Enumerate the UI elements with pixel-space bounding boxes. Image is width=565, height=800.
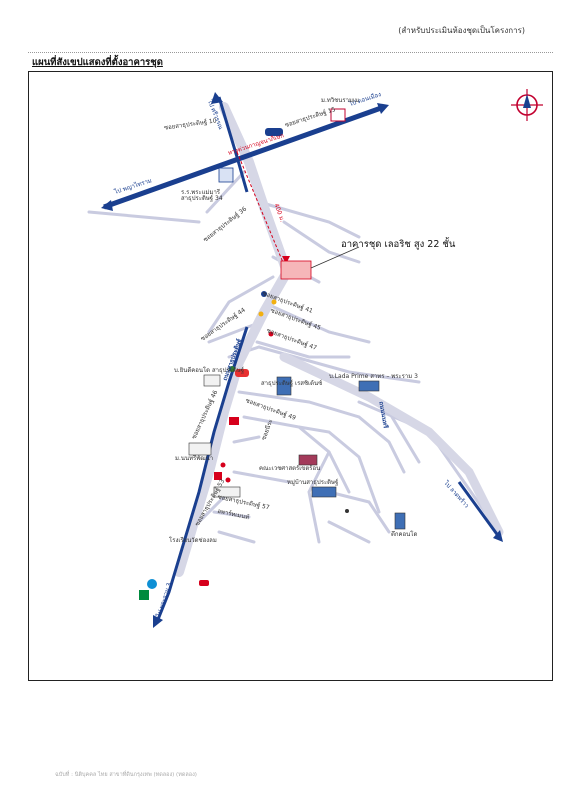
distance-line <box>236 151 288 273</box>
map-canvas <box>87 89 543 628</box>
marker-dot <box>225 477 231 483</box>
expressway-arrow-west <box>101 200 113 211</box>
document-title: แผนที่สังเขปแสดงที่ตั้งอาคารชุด <box>32 57 163 68</box>
marker-dot <box>268 331 274 337</box>
north-road <box>217 96 249 193</box>
label-bank: บ.ยินดีคอนโด สาธุประดิษฐ์ <box>174 367 245 374</box>
target-leader <box>310 246 360 269</box>
label-rr-school: ร.ร.พระแม่มารี สาธุประดิษฐ์ 34 <box>181 189 223 202</box>
distance-marker <box>282 256 290 264</box>
marker-dot <box>258 311 264 317</box>
north-road-arrow <box>211 92 223 104</box>
marker-dot <box>220 462 226 468</box>
south-road-arrow <box>153 615 163 628</box>
east-road <box>279 352 504 537</box>
minor-roads <box>87 170 501 544</box>
marker-dot <box>345 509 349 513</box>
map-frame: อาคารชุด เลอริช สูง 22 ชั้น 400 ม. ไป พญ… <box>28 71 553 681</box>
compass-icon <box>511 89 543 121</box>
label-mansion: ม.นนทรีพัฒนา <box>175 455 214 462</box>
footer-note: ฉบับที่ : นิติบุคคล ไทย สาขาที่ดินกรุงเท… <box>55 772 197 778</box>
label-temple: คณะเวชศาสตร์เขตร้อน <box>259 465 321 472</box>
header-note: (สำหรับประเมินห้องชุดเป็นโครงการ) <box>398 26 525 35</box>
label-tower: ตึกคอนโด <box>391 531 418 538</box>
label-laddaprime: บ.Lada Prime สาทร – พระราม 3 <box>329 373 418 380</box>
sathu-road <box>174 102 293 577</box>
expressway-arrow-east <box>377 103 389 114</box>
marker-dot <box>261 291 267 297</box>
target-label: อาคารชุด เลอริช สูง 22 ชั้น <box>341 239 456 250</box>
label-residence: สาธุประดิษฐ์ เรสซิเด้นซ์ <box>261 380 323 387</box>
marker-dot <box>229 366 235 372</box>
label-sathu-village: หมู่บ้านสาธุประดิษฐ์ <box>287 479 339 486</box>
south-road <box>155 326 249 623</box>
east-road-main <box>457 481 501 538</box>
label-ms-school: ม.ทวิชนรามเม <box>321 97 359 104</box>
header-rule <box>28 52 553 53</box>
label-hospital: โรงเรียนวัดช่องลม <box>169 537 217 544</box>
expressway <box>103 104 385 210</box>
target-building <box>280 260 312 280</box>
marker-dot <box>271 299 277 305</box>
building-icons <box>139 108 406 600</box>
east-road-arrow <box>493 530 503 542</box>
